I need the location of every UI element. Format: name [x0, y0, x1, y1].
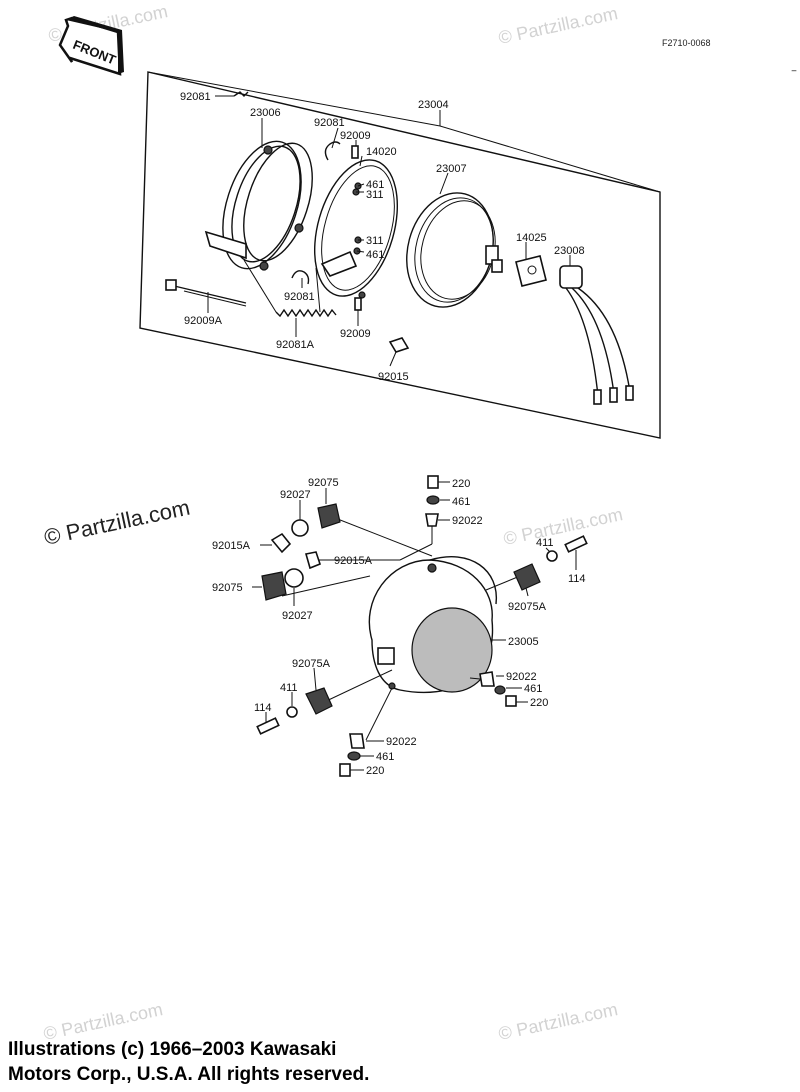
part-label: 461 [452, 496, 470, 508]
part-label: 114 [568, 573, 586, 585]
bolt-220-bottom [339, 763, 351, 777]
washer-411-left [286, 706, 298, 718]
top-assembly: 92081 23006 92081 92009 23004 14020 461 … [139, 71, 661, 439]
nut-92015 [388, 337, 410, 353]
part-label: 92075A [508, 601, 547, 613]
part-label: 92075 [212, 582, 243, 594]
part-label: 92081 [314, 117, 345, 129]
part-label: 14025 [516, 232, 547, 244]
part-label: 92022 [452, 515, 483, 527]
part-label: 220 [452, 478, 470, 490]
assembly-frame [139, 71, 661, 439]
long-bolt-92009A [165, 279, 247, 307]
washer-461-bottom [347, 751, 361, 761]
part-label: 92015 [378, 371, 409, 383]
edge-mark: ‾ [791, 69, 797, 83]
part-label: 461 [366, 249, 384, 261]
nut-92015A-b [304, 551, 321, 570]
part-label: 92009 [340, 328, 371, 340]
bolt-114-right [564, 535, 588, 553]
spring-92081A [275, 308, 337, 318]
nut-92015A-a [270, 532, 292, 554]
part-label: 411 [536, 537, 554, 549]
spring-92081-a [324, 141, 341, 161]
bottom-assembly: 220 461 92022 92075 92027 92015A 92015A … [212, 475, 588, 777]
rubber-92075-b [261, 571, 287, 601]
part-label: 92075 [308, 477, 339, 489]
part-label: 92015A [334, 555, 373, 567]
collar-92022-bottom [349, 733, 365, 749]
part-label: 92009 [340, 130, 371, 142]
part-label: 461 [376, 751, 394, 763]
part-label: 14020 [366, 146, 397, 158]
collar-92027-a [291, 519, 309, 537]
watermark: © Partzilla.com [497, 3, 620, 48]
part-label: 92022 [386, 736, 417, 748]
part-label: 114 [254, 702, 272, 714]
part-label: 220 [530, 697, 548, 709]
spring-92081-b [291, 270, 310, 285]
watermark-dark: © Partzilla.com [42, 495, 192, 550]
sealed-beam-23007 [406, 192, 503, 308]
leader-lines [147, 71, 661, 367]
collar-92022-top [425, 513, 439, 527]
part-label: 92081A [276, 339, 315, 351]
part-label: 92022 [506, 671, 537, 683]
collar-92022-right [479, 671, 495, 687]
watermark: © Partzilla.com [497, 999, 620, 1044]
washer-461-top [426, 495, 440, 505]
part-label: 92081 [284, 291, 315, 303]
part-label: 92027 [282, 610, 313, 622]
rubber-92075A-left [305, 687, 333, 715]
assembly-lines [281, 515, 521, 741]
washer-461-right [494, 685, 506, 695]
spring-92081-c [233, 91, 249, 97]
socket-cover-14025 [515, 255, 547, 287]
part-label: 311 [366, 235, 384, 247]
part-label: 92081 [180, 91, 211, 103]
part-label: 461 [524, 683, 542, 695]
collar-92027-b [284, 568, 304, 588]
screw-92009-a [351, 145, 359, 159]
washer-411-right [546, 550, 558, 562]
bolt-220-top [427, 475, 439, 489]
rubber-92075-a [317, 503, 341, 529]
mounting-bracket-14020 [313, 159, 399, 299]
headlight-housing-23005 [368, 555, 497, 694]
part-label: 461 [366, 179, 384, 191]
socket-23008 [559, 265, 634, 405]
screw-92009-b [354, 297, 362, 311]
rim-ring-23006 [204, 140, 313, 271]
leader-lines-bottom [252, 481, 577, 771]
part-label: 411 [280, 682, 298, 694]
part-label: 92027 [280, 489, 311, 501]
part-label: 23006 [250, 107, 281, 119]
part-label: 311 [366, 189, 384, 201]
bolt-220-right [505, 695, 517, 707]
bolt-114-left [256, 717, 280, 735]
rubber-92075A-right [513, 563, 541, 591]
part-label: 92009A [184, 315, 223, 327]
part-label: 23008 [554, 245, 585, 257]
watermark: © Partzilla.com [502, 504, 625, 549]
copyright-notice: Illustrations (c) 1966–2003 Kawasaki Mot… [8, 1039, 370, 1085]
diagram-code: F2710-0068 [662, 38, 711, 48]
part-label: 23005 [508, 636, 539, 648]
part-label: 92075A [292, 658, 331, 670]
part-label: 23004 [418, 99, 449, 111]
part-label: 220 [366, 765, 384, 777]
part-label: 23007 [436, 163, 467, 175]
part-label: 92015A [212, 540, 251, 552]
